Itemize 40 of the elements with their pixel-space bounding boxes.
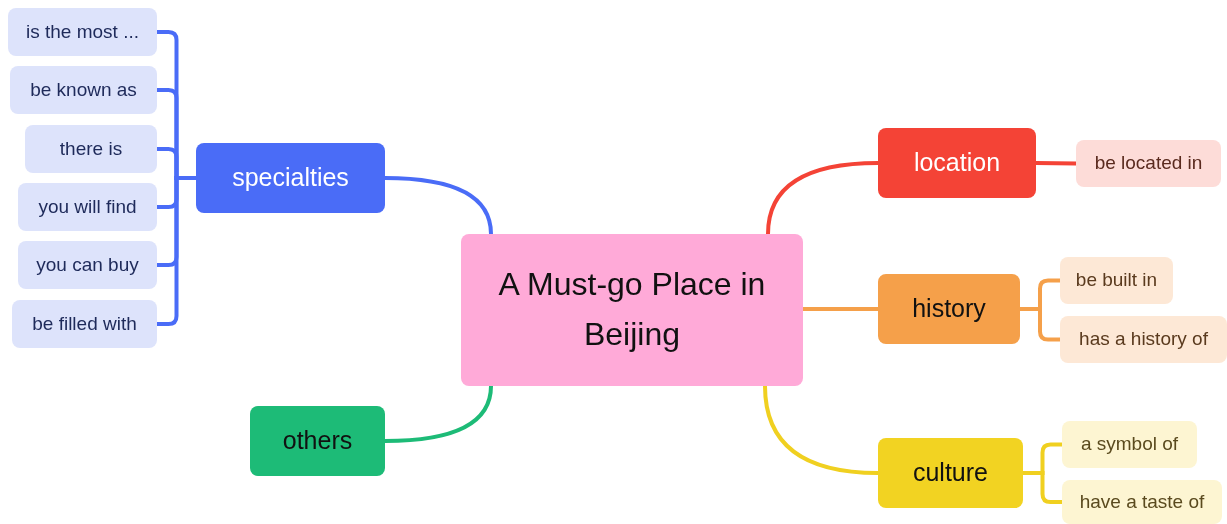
node-label: has a history of (1079, 327, 1208, 352)
connector-line (383, 384, 493, 443)
subtopic-box (1060, 257, 1173, 304)
topic-box (878, 274, 1020, 344)
connector-line (766, 161, 880, 236)
node-label: A Must-go Place in Beijing (497, 265, 767, 354)
node-label: you will find (38, 194, 137, 219)
node-label: you can buy (36, 252, 139, 277)
subtopic-box (25, 125, 157, 173)
subtopic-box (1062, 421, 1197, 468)
subtopic-box (1062, 480, 1222, 524)
subtopic-box (18, 241, 157, 289)
node-label: be built in (1075, 268, 1158, 293)
node-label: be filled with (32, 311, 137, 336)
node-label: history (912, 293, 986, 325)
subtopic-box (1076, 140, 1221, 187)
node-label: is the most ... (26, 19, 139, 44)
topic-box (878, 438, 1023, 508)
node-label: a symbol of (1080, 432, 1179, 457)
subtopic-box (10, 66, 157, 114)
connector-line (763, 384, 880, 475)
subtopic-box (8, 8, 157, 56)
subtopic-box (18, 183, 157, 231)
connector-line (383, 176, 493, 236)
node-label: location (913, 147, 1001, 179)
node-label: culture (912, 457, 988, 489)
connector-line (801, 307, 880, 311)
node-label: have a taste of (1079, 489, 1205, 514)
node-label: specialties (232, 162, 349, 194)
topic-box (250, 406, 385, 476)
subtopic-box (12, 300, 157, 348)
node-label: be known as (30, 77, 137, 102)
connector-line (1034, 161, 1078, 166)
topic-box (878, 128, 1036, 198)
topic-box (196, 143, 385, 213)
node-label: be located in (1094, 151, 1203, 176)
node-label: there is (59, 136, 123, 161)
subtopic-box (1060, 316, 1227, 363)
node-label: others (282, 425, 353, 457)
central-topic-box (461, 234, 803, 386)
